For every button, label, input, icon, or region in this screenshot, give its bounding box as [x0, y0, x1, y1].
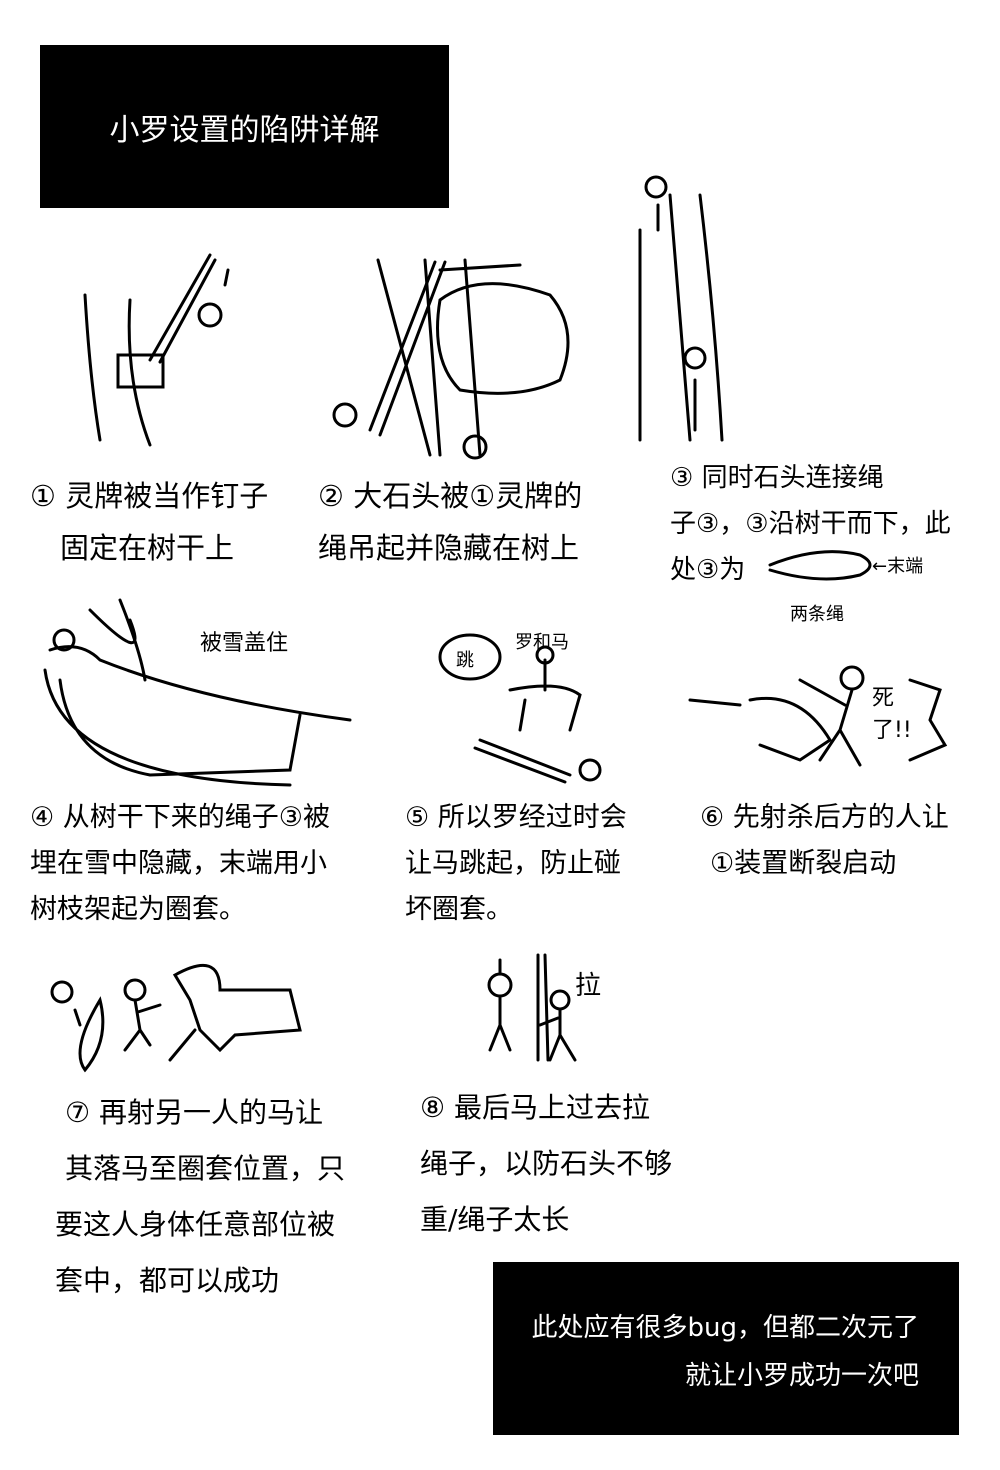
panel-7-sketch — [50, 964, 302, 1073]
step-1-line: 固定在树干上 — [60, 531, 235, 565]
label-rope-end: ←末端 — [872, 556, 924, 577]
step-2-line: 绳吊起并隐藏在树上 — [318, 531, 580, 565]
step-3-line: 子③，③沿树干而下，此 — [670, 509, 951, 539]
footer-line: 就让小罗成功一次吧 — [684, 1361, 919, 1391]
label-pull: 拉 — [575, 971, 602, 1001]
step-6-line: ①装置断裂启动 — [710, 848, 897, 879]
panel-5-sketch — [438, 633, 602, 784]
label-two-ropes: 两条绳 — [790, 604, 844, 625]
step-3-caption: ③ 同时石头连接绳 子③，③沿树干而下，此 处③为 — [670, 455, 951, 593]
step-4-line: ④ 从树干下来的绳子③被 — [30, 802, 330, 833]
step-6-line: ⑥ 先射杀后方的人让 — [700, 802, 949, 833]
panel-2-sketch — [332, 258, 570, 460]
step-4-line: 埋在雪中隐藏，末端用小 — [30, 848, 327, 879]
label-dead: 死了!! — [872, 686, 912, 743]
step-5-caption: ⑤ 所以罗经过时会 让马跳起，防止碰 坏圈套。 — [405, 795, 627, 933]
step-5-line: ⑤ 所以罗经过时会 — [405, 802, 627, 833]
panel-3-sketch — [638, 175, 872, 581]
step-8-line: ⑧ 最后马上过去拉 — [420, 1091, 651, 1124]
step-4-line: 树枝架起为圈套。 — [30, 894, 246, 925]
step-2-caption: ② 大石头被①灵牌的 绳吊起并隐藏在树上 — [318, 470, 582, 574]
step-2-line: ② 大石头被①灵牌的 — [318, 479, 583, 513]
page-title: 小罗设置的陷阱详解 — [109, 112, 380, 148]
panel-1-sketch — [83, 253, 230, 447]
step-1-caption: ① 灵牌被当作钉子 固定在树干上 — [30, 470, 268, 574]
footer-note: 此处应有很多bug，但都二次元了 就让小罗成功一次吧 — [493, 1262, 959, 1435]
step-7-line: 套中，都可以成功 — [55, 1264, 280, 1297]
panel-8-sketch — [487, 953, 577, 1062]
step-8-line: 绳子，以防石头不够 — [420, 1147, 673, 1180]
label-rider: 罗和马 — [515, 632, 569, 653]
label-snow: 被雪盖住 — [200, 631, 289, 656]
step-8-caption: ⑧ 最后马上过去拉 绳子，以防石头不够 重/绳子太长 — [420, 1080, 672, 1248]
step-7-line: 要这人身体任意部位被 — [55, 1208, 336, 1241]
step-3-line: 处③为 — [670, 555, 746, 585]
step-7-line: 其落马至圈套位置，只 — [65, 1152, 346, 1185]
step-3-line: ③ 同时石头连接绳 — [670, 463, 884, 493]
step-1-line: ① 灵牌被当作钉子 — [30, 479, 269, 513]
panel-4-sketch — [43, 598, 352, 787]
panel-6-sketch — [688, 665, 948, 767]
step-5-line: 让马跳起，防止碰 — [405, 848, 621, 879]
step-7-line: ⑦ 再射另一人的马让 — [65, 1096, 324, 1129]
title-banner: 小罗设置的陷阱详解 — [40, 45, 449, 208]
label-jump: 跳 — [456, 650, 474, 671]
step-5-line: 坏圈套。 — [405, 894, 513, 925]
step-7-caption: ⑦ 再射另一人的马让 其落马至圈套位置，只 要这人身体任意部位被 套中，都可以成… — [55, 1085, 345, 1309]
step-6-caption: ⑥ 先射杀后方的人让 ①装置断裂启动 — [700, 795, 949, 887]
footer-line: 此处应有很多bug，但都二次元了 — [531, 1313, 920, 1343]
step-8-line: 重/绳子太长 — [420, 1203, 570, 1236]
step-4-caption: ④ 从树干下来的绳子③被 埋在雪中隐藏，末端用小 树枝架起为圈套。 — [30, 795, 330, 933]
